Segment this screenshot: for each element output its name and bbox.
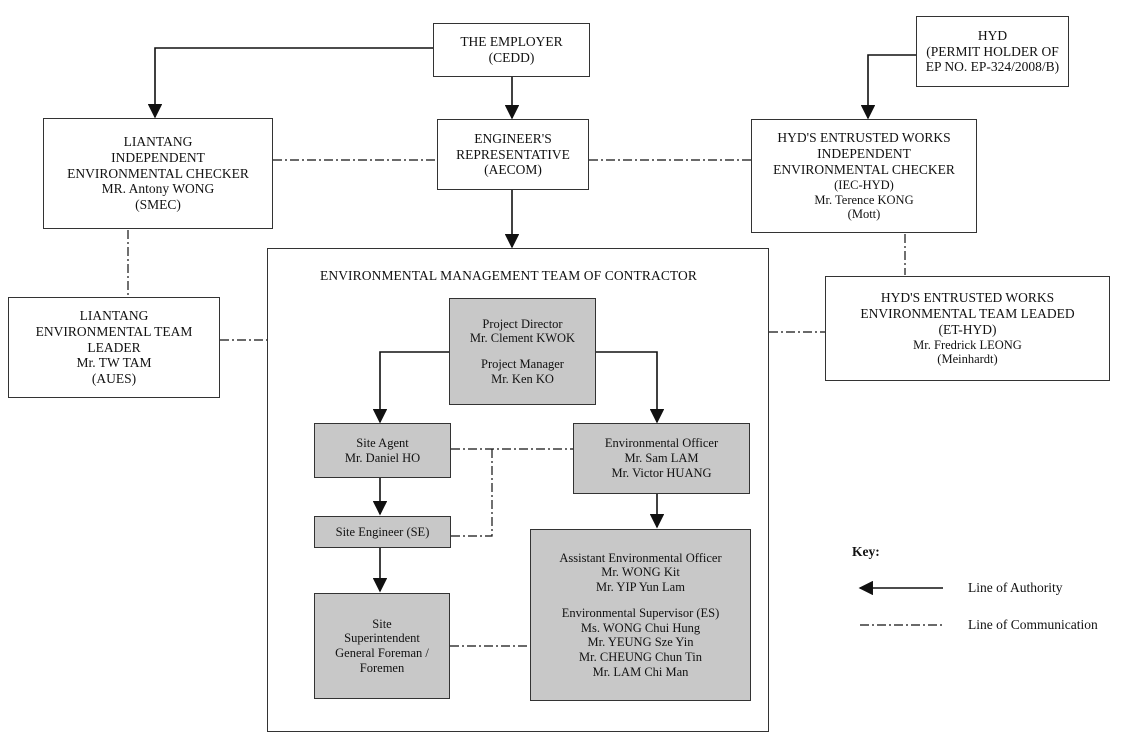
key-authority-label: Line of Authority: [968, 580, 1063, 595]
asst-env-officer-line: Mr. WONG Kit: [601, 565, 680, 580]
liantang-iec-line: MR. Antony WONG: [101, 181, 215, 197]
site-engineer-box: Site Engineer (SE): [314, 516, 451, 548]
env-supervisor-line: Mr. YEUNG Sze Yin: [587, 635, 694, 650]
hyd-line: (PERMIT HOLDER OF: [926, 43, 1059, 59]
hyd-line: EP NO. EP-324/2008/B): [925, 59, 1060, 75]
env-officer-line: Environmental Officer: [604, 436, 719, 451]
liantang-et-line: (AUES): [91, 371, 137, 387]
superintendent-line: Superintendent: [344, 631, 420, 646]
env-supervisor-line: Mr. LAM Chi Man: [592, 664, 689, 679]
hyd-line: HYD: [977, 27, 1008, 43]
communication-line-se-eo: [451, 449, 493, 537]
hyd-et-line: HYD'S ENTRUSTED WORKS: [880, 289, 1055, 305]
hyd-box: HYD (PERMIT HOLDER OF EP NO. EP-324/2008…: [916, 16, 1069, 87]
authority-line-employer-liantang-iec: [147, 47, 433, 119]
env-officer-line: Mr. Victor HUANG: [611, 465, 712, 480]
project-director-line: Mr. Clement KWOK: [469, 331, 576, 346]
hyd-iec-line: Mr. Terence KONG: [814, 192, 914, 207]
authority-line-hyd-iec: [860, 54, 916, 120]
liantang-et-line: LIANTANG: [79, 307, 149, 323]
key-title: Key:: [852, 544, 880, 559]
site-agent-line: Mr. Daniel HO: [344, 450, 421, 465]
project-manager-line: Mr. Ken KO: [491, 371, 554, 386]
superintendent-box: Site Superintendent General Foreman / Fo…: [314, 593, 450, 699]
liantang-iec-line: ENVIRONMENTAL CHECKER: [67, 165, 249, 181]
env-supervisor-line: Mr. CHEUNG Chun Tin: [579, 650, 702, 664]
env-supervisor-line: Ms. WONG Chui Hung: [580, 620, 701, 635]
asst-env-officer-line: Mr. YIP Yun Lam: [596, 580, 685, 594]
env-supervisor-line: Environmental Supervisor (ES): [561, 605, 720, 620]
hyd-et-line: (Meinhardt): [937, 352, 998, 367]
site-agent-box: Site Agent Mr. Daniel HO: [314, 423, 451, 478]
hyd-et-box: HYD'S ENTRUSTED WORKS ENVIRONMENTAL TEAM…: [825, 276, 1110, 381]
key-communication-label: Line of Communication: [968, 617, 1098, 632]
hyd-iec-line: INDEPENDENT: [817, 145, 911, 161]
engineers-rep-box: ENGINEER'S REPRESENTATIVE (AECOM): [437, 119, 589, 190]
liantang-et-box: LIANTANG ENVIRONMENTAL TEAM LEADER Mr. T…: [8, 297, 220, 398]
liantang-iec-line: LIANTANG: [123, 133, 193, 149]
site-agent-line: Site Agent: [356, 435, 409, 450]
employer-box: THE EMPLOYER (CEDD): [433, 23, 590, 77]
hyd-iec-line: HYD'S ENTRUSTED WORKS: [777, 129, 951, 145]
hyd-iec-line: (Mott): [847, 207, 881, 222]
asst-env-officer-box: Assistant Environmental Officer Mr. WONG…: [530, 529, 751, 701]
env-officer-line: Mr. Sam LAM: [624, 451, 699, 466]
engineers-rep-line: REPRESENTATIVE: [456, 146, 570, 162]
superintendent-line: Site: [372, 616, 392, 631]
project-manager-line: Project Manager: [481, 357, 564, 371]
hyd-iec-line: ENVIRONMENTAL CHECKER: [773, 161, 955, 177]
superintendent-line: Foremen: [359, 660, 405, 675]
authority-line-pd-eo: [596, 351, 665, 424]
engineers-rep-line: ENGINEER'S: [474, 130, 552, 146]
authority-line-pd-site-agent: [372, 351, 449, 424]
hyd-et-line: (ET-HYD): [938, 321, 997, 337]
liantang-et-line: Mr. TW TAM: [76, 355, 152, 371]
project-director-box: Project Director Mr. Clement KWOK Projec…: [449, 298, 596, 405]
contractor-team-title: ENVIRONMENTAL MANAGEMENT TEAM OF CONTRAC…: [320, 268, 697, 283]
hyd-iec-line: (IEC-HYD): [834, 177, 894, 192]
employer-line: (CEDD): [488, 50, 535, 65]
site-engineer-line: Site Engineer (SE): [335, 524, 430, 539]
project-director-line: Project Director: [482, 316, 563, 331]
liantang-et-line: ENVIRONMENTAL TEAM: [35, 323, 193, 339]
employer-line: THE EMPLOYER: [460, 34, 563, 50]
hyd-et-line: Mr. Fredrick LEONG: [913, 337, 1022, 352]
liantang-et-line: LEADER: [87, 339, 141, 355]
engineers-rep-line: (AECOM): [484, 162, 542, 178]
superintendent-line: General Foreman /: [335, 646, 429, 660]
contractor-team-frame: [267, 248, 769, 732]
liantang-iec-line: INDEPENDENT: [111, 149, 205, 165]
hyd-et-line: ENVIRONMENTAL TEAM LEADED: [860, 305, 1075, 321]
liantang-iec-line: (SMEC): [135, 197, 181, 213]
env-officer-box: Environmental Officer Mr. Sam LAM Mr. Vi…: [573, 423, 750, 494]
liantang-iec-box: LIANTANG INDEPENDENT ENVIRONMENTAL CHECK…: [43, 118, 273, 229]
asst-env-officer-line: Assistant Environmental Officer: [559, 550, 722, 565]
hyd-iec-box: HYD'S ENTRUSTED WORKS INDEPENDENT ENVIRO…: [751, 119, 977, 233]
